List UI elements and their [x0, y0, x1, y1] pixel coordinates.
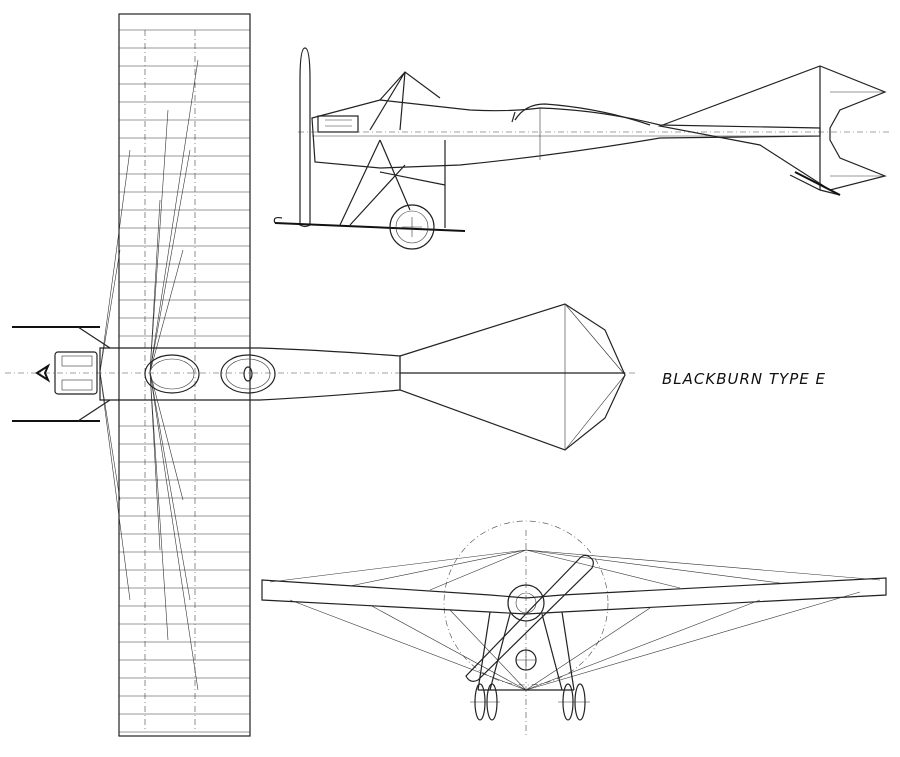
- drawing-caption: BLACKBURN TYPE E: [662, 370, 826, 388]
- wing-ribs: [119, 29, 250, 733]
- landing-wheel: [389, 204, 435, 250]
- side-view: [273, 47, 890, 250]
- undercarriage-struts: [339, 139, 446, 228]
- front-bracing-wires: [269, 549, 881, 691]
- propeller-side: [299, 47, 311, 228]
- front-view: [261, 520, 887, 735]
- fuselage-side: [311, 99, 821, 169]
- propeller-hub-top: [35, 363, 51, 383]
- rear-cockpit: [220, 354, 276, 394]
- front-cockpit: [144, 354, 200, 394]
- wing-bracing-wires: [99, 59, 199, 691]
- engine-side: [317, 115, 359, 133]
- wing-outline: [118, 13, 251, 737]
- rudder-and-fin: [657, 65, 887, 191]
- wing-front: [261, 577, 887, 615]
- tailplane: [399, 303, 626, 451]
- propeller-front: [465, 554, 594, 682]
- cabane-struts: [369, 71, 441, 131]
- top-view: [5, 13, 635, 737]
- landing-skid: [274, 222, 466, 232]
- engine: [54, 351, 98, 395]
- engine-cowl-front: [507, 584, 545, 622]
